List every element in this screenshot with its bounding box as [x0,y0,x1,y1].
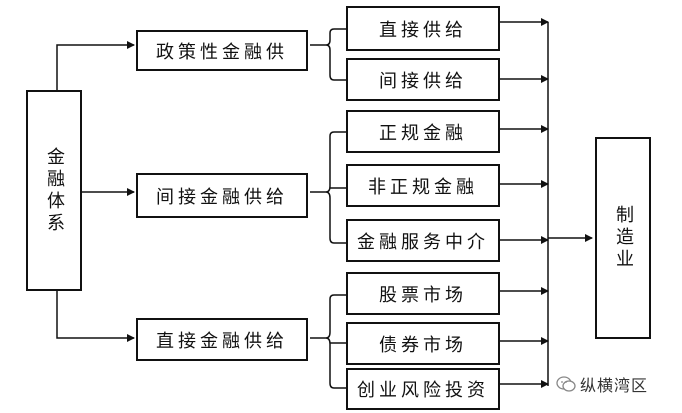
direct-brace [310,294,346,389]
branch-label: 间接金融供给 [156,186,288,208]
wechat-icon [556,376,576,392]
item-label: 债券市场 [379,334,467,356]
item-box: 直接供给 [346,6,500,51]
branch-label: 直接金融供给 [156,330,288,352]
item-label: 正规金融 [379,122,467,144]
branch-box-indirect: 间接金融供给 [136,173,308,218]
item-label: 创业风险投资 [357,380,489,401]
item-label: 直接供给 [379,19,467,41]
target-label: 制造业 [613,205,634,271]
item-box: 间接供给 [346,58,500,101]
root-to-direct-line [56,290,135,342]
item-box: 金融服务中介 [346,219,500,262]
policy-brace [310,28,346,81]
item-label: 间接供给 [379,70,467,92]
item-label: 金融服务中介 [357,231,489,253]
branch-label: 政策性金融供 [156,41,288,63]
item-box: 正规金融 [346,110,500,153]
watermark-text: 纵横湾区 [580,376,649,395]
item-label: 股票市场 [379,284,467,306]
target-box: 制造业 [595,137,651,339]
item-box: 债券市场 [346,322,500,365]
root-to-policy-line [56,41,135,92]
watermark: 纵横湾区 [556,372,648,396]
item-box: 股票市场 [346,272,500,315]
root-label: 金融体系 [44,146,65,235]
indirect-brace [310,131,346,244]
item-label: 非正规金融 [368,176,478,198]
item-box: 创业风险投资 [346,368,500,410]
root-box: 金融体系 [26,90,82,291]
branch-box-policy: 政策性金融供 [136,30,308,71]
branch-box-direct: 直接金融供给 [136,318,308,361]
item-box: 非正规金融 [346,164,500,207]
